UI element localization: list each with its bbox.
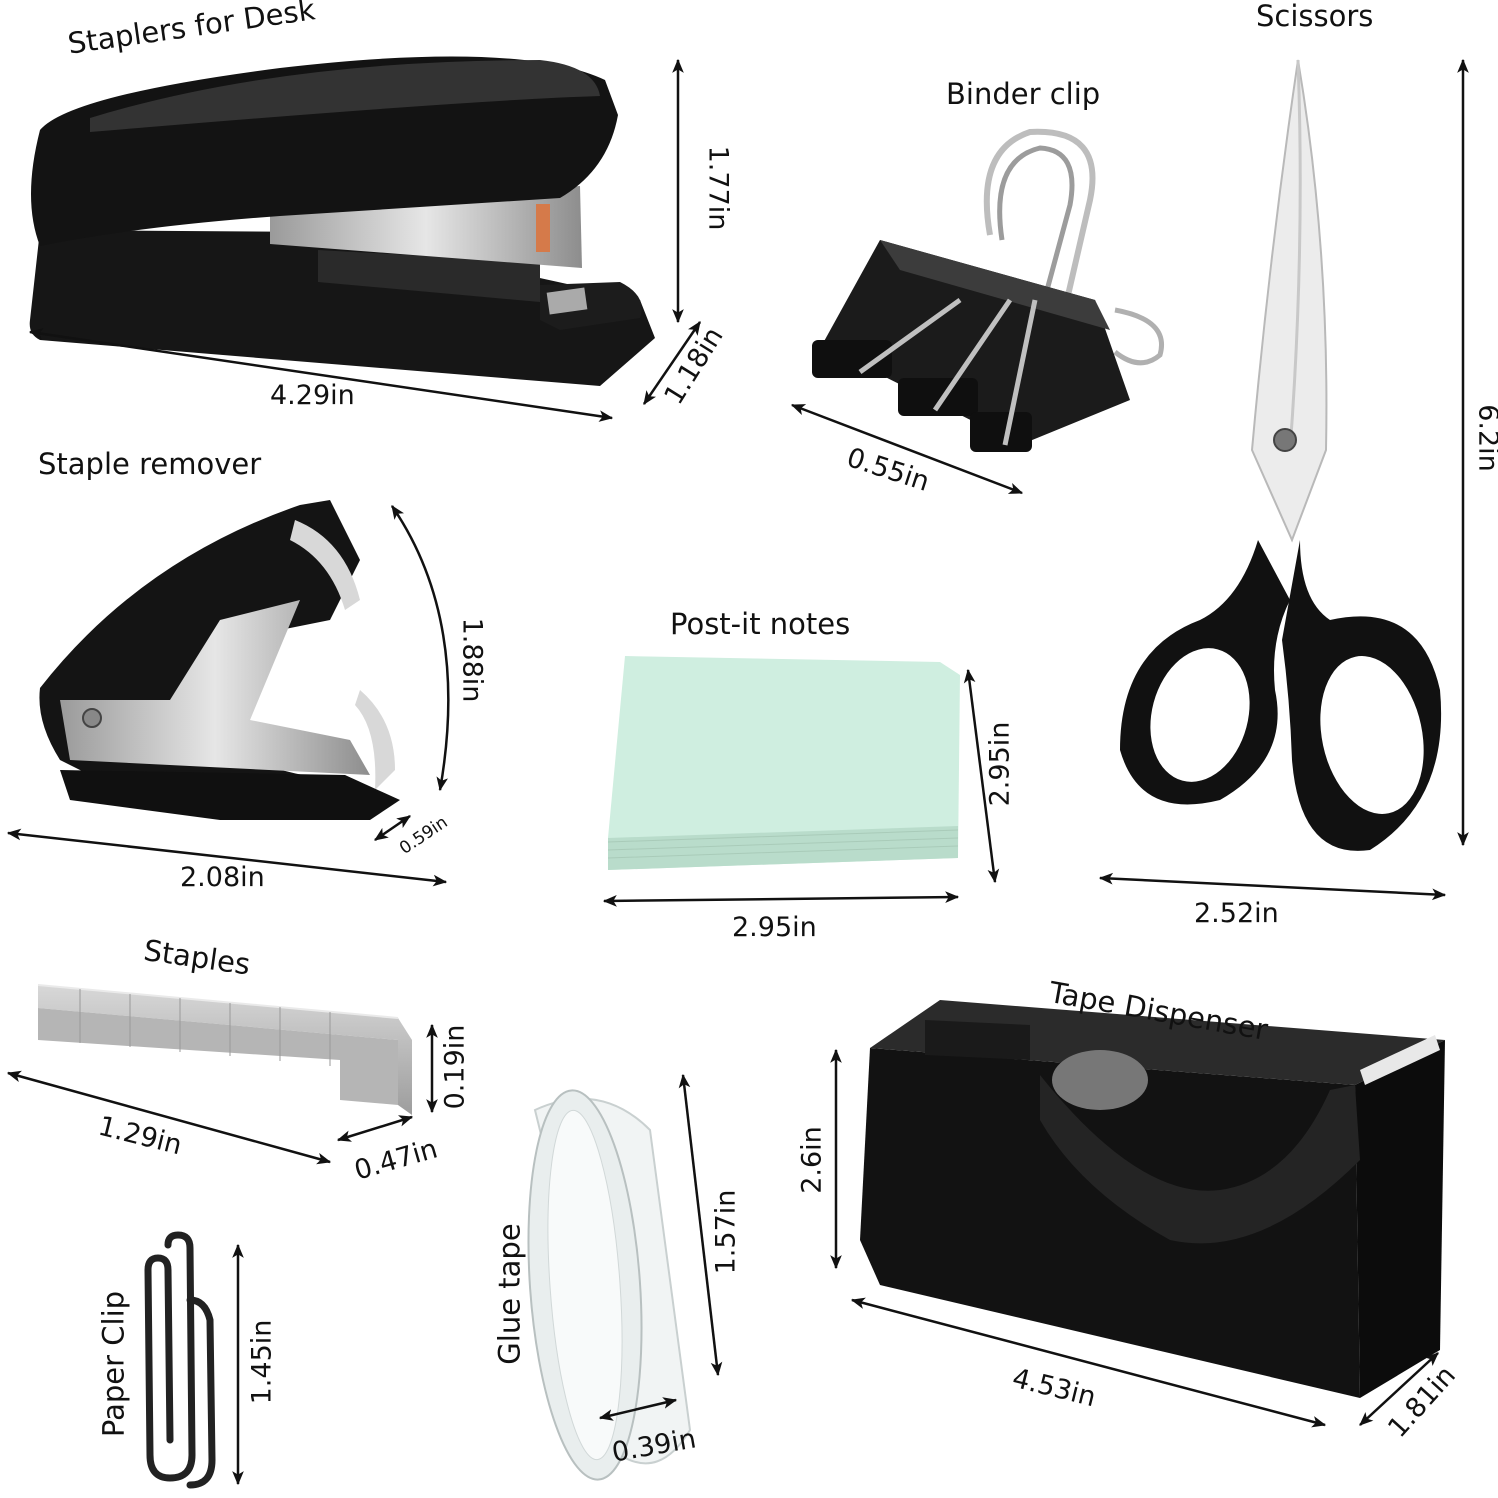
staple-remover-label: Staple remover — [38, 447, 262, 481]
staples-image — [37, 984, 412, 1115]
staple-remover-image — [39, 500, 400, 820]
stapler-height: 1.77in — [702, 145, 734, 231]
post-it-notes-label: Post-it notes — [670, 607, 851, 641]
dimension-arrows — [6, 58, 1469, 1486]
glue-tape-height: 1.57in — [710, 1189, 742, 1275]
stapler-image — [29, 56, 655, 386]
binder-clip-image — [812, 128, 1164, 452]
paper-clip-image — [144, 1231, 216, 1489]
tape-dispenser-image — [860, 1000, 1445, 1398]
post-it-notes-width: 2.95in — [732, 912, 817, 943]
glue-tape-image — [527, 1089, 692, 1481]
binder-clip-label: Binder clip — [946, 77, 1101, 111]
post-it-notes-image — [607, 656, 960, 870]
scissors-width: 2.52in — [1194, 898, 1279, 929]
scissors-length: 6.2in — [1472, 404, 1498, 472]
post-it-notes-height: 2.95in — [984, 721, 1016, 807]
paper-clip-label: Paper Clip — [96, 1290, 131, 1438]
glue-tape-label: Glue tape — [492, 1223, 527, 1365]
staple-remover-height: 1.88in — [456, 617, 488, 703]
staple-remover-length: 2.08in — [180, 862, 265, 893]
stapler-length: 4.29in — [270, 380, 355, 411]
scissors-label: Scissors — [1256, 0, 1374, 33]
paper-clip-height: 1.45in — [246, 1319, 278, 1405]
tape-dispenser-height: 2.6in — [796, 1126, 828, 1194]
staples-height: 0.19in — [439, 1024, 471, 1110]
scissors-image — [1120, 59, 1442, 851]
